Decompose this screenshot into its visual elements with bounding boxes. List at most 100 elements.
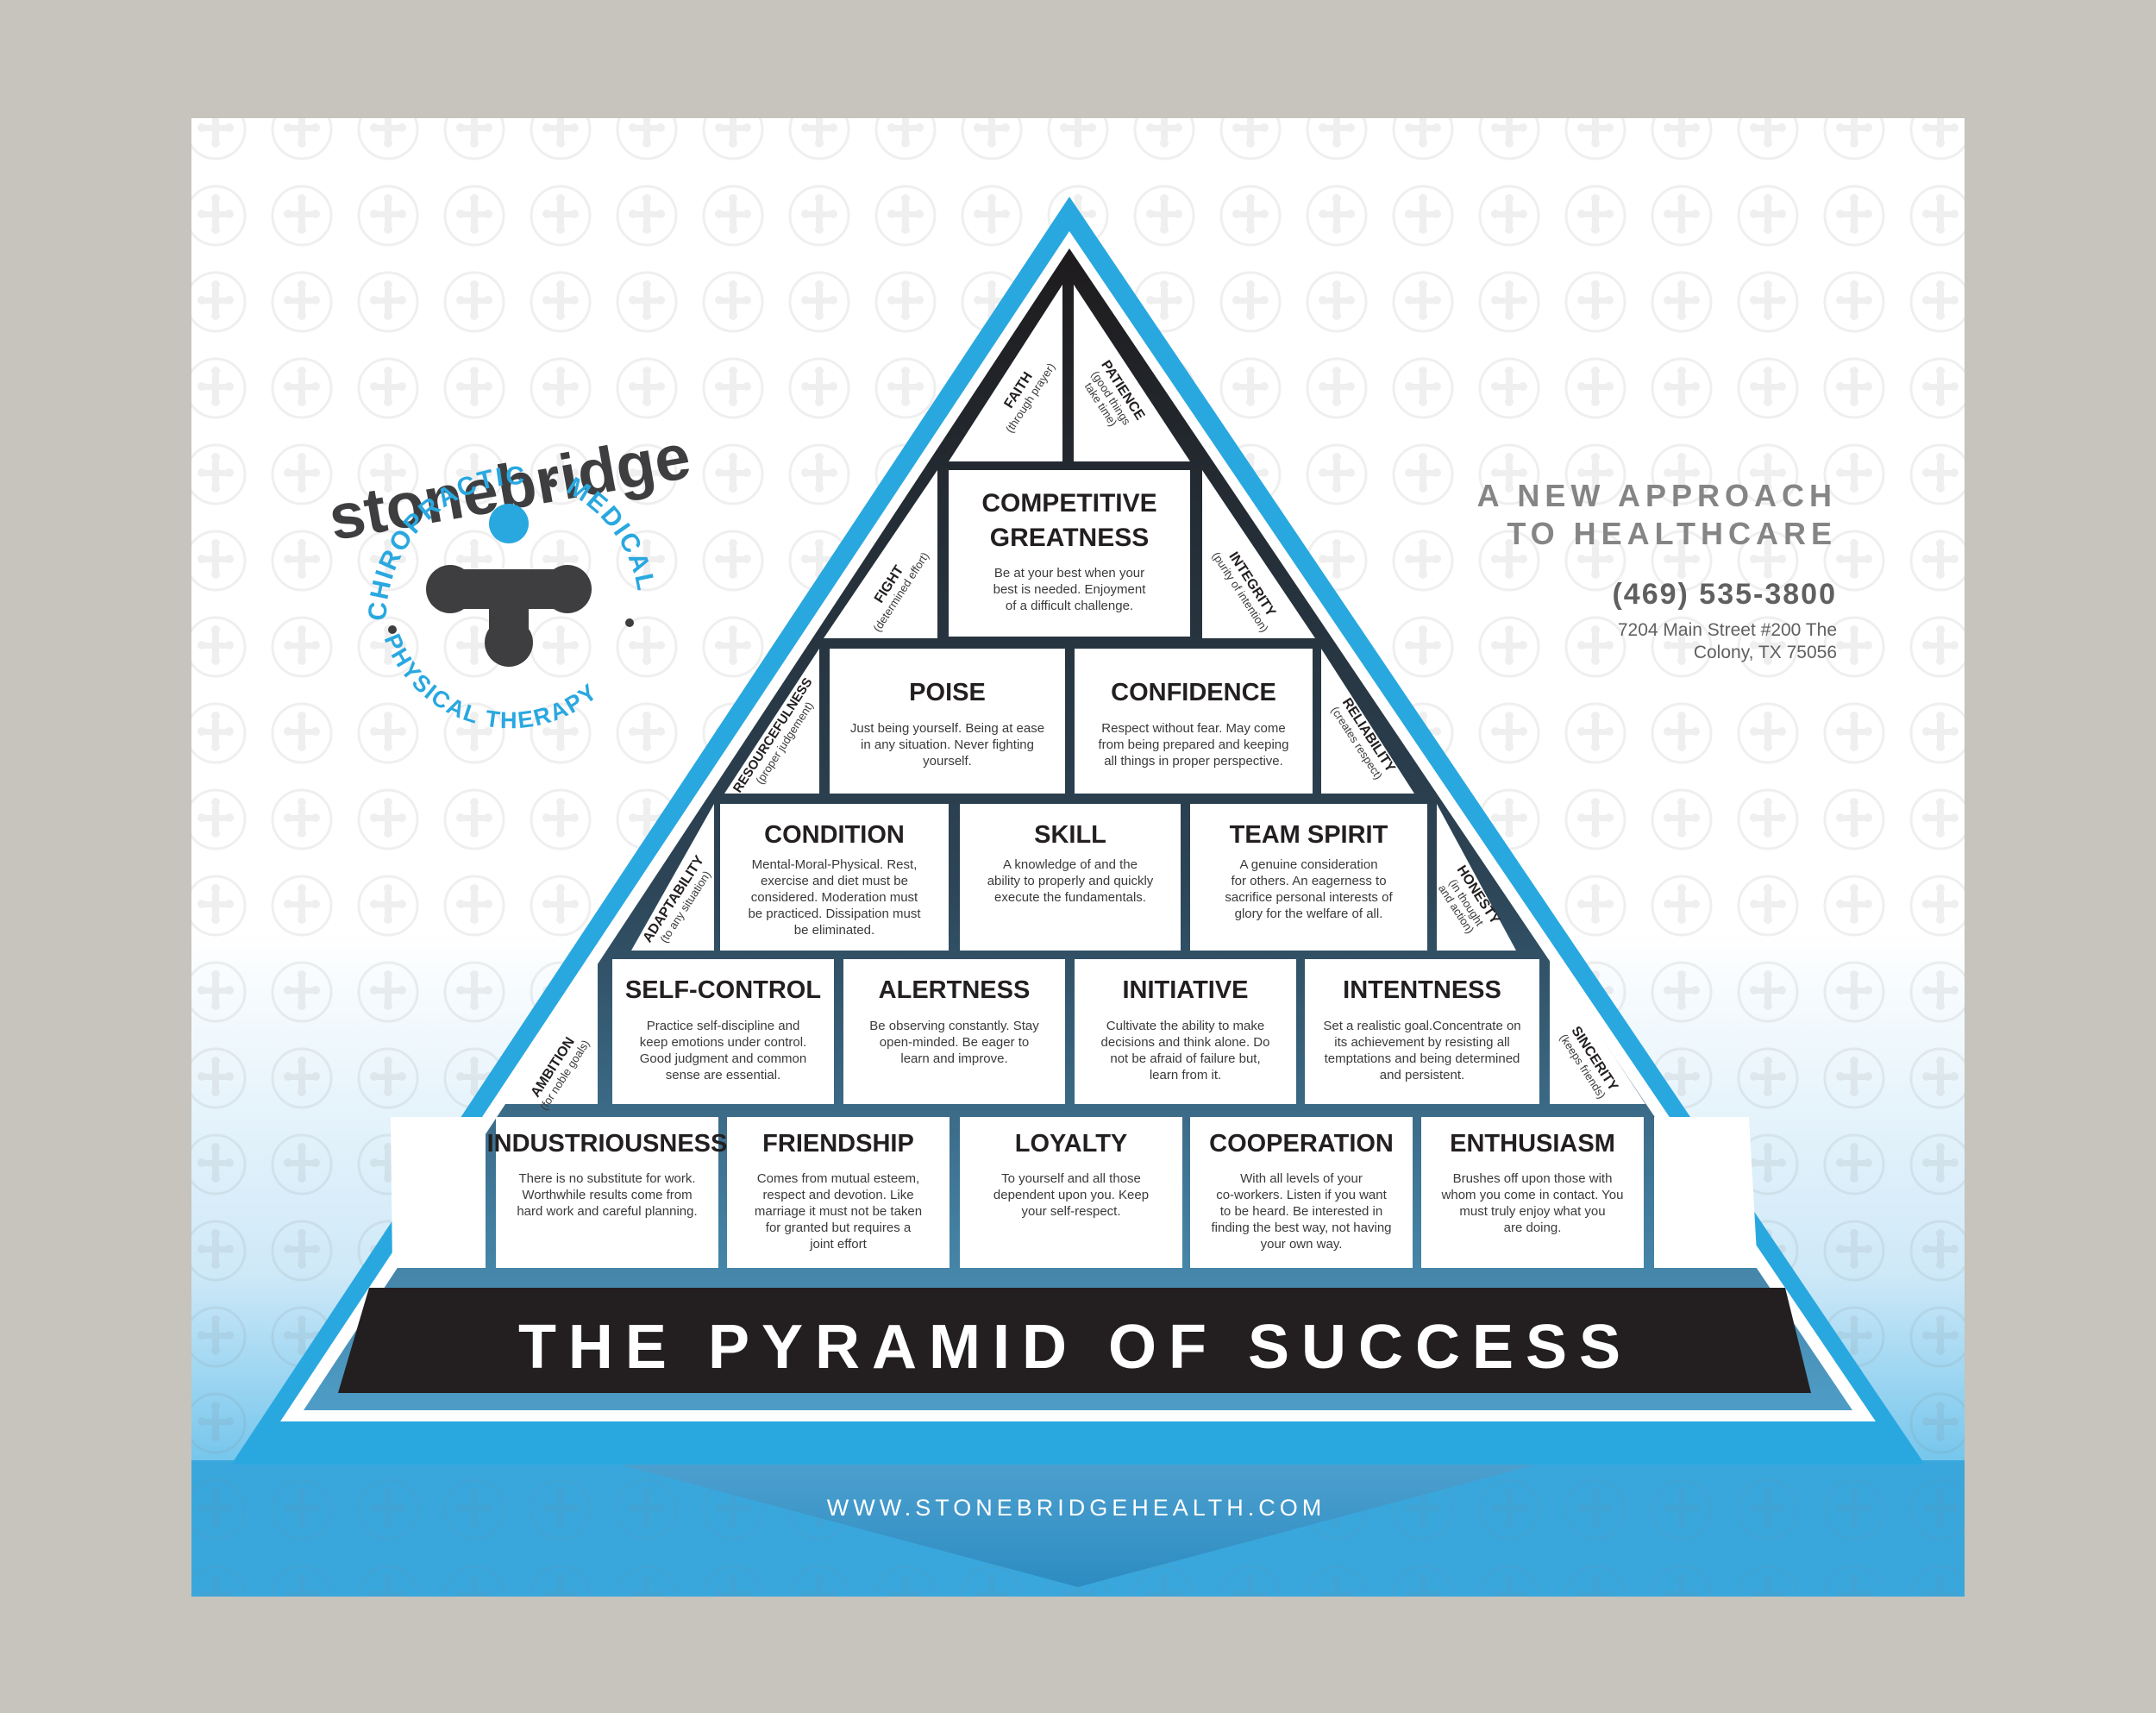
row1-boxes: INDUSTRIOUSNESS There is no substitute fo… <box>487 1117 1644 1268</box>
condition-desc-line: considered. Moderation must <box>751 890 918 905</box>
enthusiasm-desc-line: are doing. <box>1504 1220 1562 1235</box>
initiative-title: INITIATIVE <box>1122 976 1248 1004</box>
greatness-title: GREATNESS <box>990 524 1149 552</box>
footer-website-link[interactable]: WWW.STONEBRIDGEHEALTH.COM <box>827 1495 1326 1521</box>
alertness-box <box>843 959 1065 1104</box>
row3-boxes: CONDITION Mental-Moral-Physical. Rest, exe… <box>720 804 1427 951</box>
adaptability-cell <box>631 804 714 951</box>
reliability-cell <box>1321 649 1414 794</box>
integrity-cell <box>1202 470 1315 638</box>
contact-address-1: 7204 Main Street #200 The <box>1618 620 1837 640</box>
fight-cell <box>824 470 937 638</box>
row1-right-edge <box>1654 1117 1758 1268</box>
friendship-desc-line: respect and devotion. Like <box>762 1188 913 1202</box>
poise-desc-line: Just being yourself. Being at ease <box>850 721 1044 736</box>
team-spirit-box <box>1190 804 1427 951</box>
initiative-desc-line: Cultivate the ability to make <box>1106 1019 1264 1033</box>
skill-box <box>960 804 1181 951</box>
loyalty-desc-line: dependent upon you. Keep <box>993 1188 1149 1202</box>
cooperation-desc-line: your own way. <box>1261 1237 1343 1252</box>
condition-title: CONDITION <box>764 821 905 849</box>
logo-cross-mark <box>426 565 592 667</box>
enthusiasm-desc-line: whom you come in contact. You <box>1441 1188 1624 1202</box>
row2-boxes: SELF-CONTROL Practice self-discipline and… <box>612 959 1539 1104</box>
friendship-desc-line: marriage it must not be taken <box>755 1204 922 1219</box>
alertness-desc-line: Be observing constantly. Stay <box>869 1019 1039 1033</box>
cooperation-desc-line: to be heard. Be interested in <box>1220 1204 1382 1219</box>
competitive-desc-3: of a difficult challenge. <box>1006 599 1133 613</box>
condition-desc-line: be practiced. Dissipation must <box>748 907 921 921</box>
industriousness-desc-line: Worthwhile results come from <box>522 1188 692 1202</box>
condition-desc-line: be eliminated. <box>794 923 874 938</box>
confidence-desc-line: Respect without fear. May come <box>1101 721 1285 736</box>
team-spirit-desc-line: A genuine consideration <box>1239 857 1377 872</box>
logo-dot-3 <box>625 618 634 627</box>
alertness-title: ALERTNESS <box>879 976 1031 1004</box>
footer-chevron <box>604 1460 1552 1587</box>
pyramid-title: THE PYRAMID OF SUCCESS <box>518 1313 1633 1382</box>
initiative-desc-line: learn from it. <box>1150 1068 1221 1082</box>
cooperation-title: COOPERATION <box>1209 1130 1394 1158</box>
intentness-desc-line: Set a realistic goal.Concentrate on <box>1323 1019 1520 1033</box>
loyalty-desc-line: your self-respect. <box>1021 1204 1120 1219</box>
row1-left-fill <box>391 1117 486 1268</box>
team-spirit-desc-line: glory for the welfare of all. <box>1235 907 1383 921</box>
self-control-desc-line: sense are essential. <box>666 1068 780 1082</box>
resourcefulness-cell <box>724 649 819 794</box>
confidence-desc-line: all things in proper perspective. <box>1104 754 1283 769</box>
intentness-title: INTENTNESS <box>1343 976 1501 1004</box>
skill-desc-line: execute the fundamentals. <box>994 890 1146 905</box>
confidence-desc-line: from being prepared and keeping <box>1099 737 1289 752</box>
initiative-box <box>1075 959 1296 1104</box>
self-control-desc-line: Practice self-discipline and <box>647 1019 800 1033</box>
friendship-desc-line: for granted but requires a <box>766 1220 912 1235</box>
sincerity-cell <box>1550 959 1645 1104</box>
alertness-desc-line: open-minded. Be eager to <box>880 1035 1029 1050</box>
friendship-desc-line: joint effort <box>809 1237 867 1252</box>
industriousness-title: INDUSTRIOUSNESS <box>487 1130 728 1158</box>
tagline-line-1: A NEW APPROACH <box>1477 478 1837 513</box>
cooperation-desc-line: With all levels of your <box>1240 1171 1363 1186</box>
confidence-box <box>1075 649 1313 794</box>
skill-desc-line: A knowledge of and the <box>1003 857 1138 872</box>
skill-title: SKILL <box>1034 821 1106 849</box>
initiative-desc-line: decisions and think alone. Do <box>1101 1035 1270 1050</box>
honesty-cell <box>1437 804 1516 951</box>
competitive-desc-2: best is needed. Enjoyment <box>993 582 1147 597</box>
friendship-desc-line: Comes from mutual esteem, <box>757 1171 919 1186</box>
condition-desc-line: exercise and diet must be <box>761 874 908 888</box>
poise-desc-line: yourself. <box>923 754 972 769</box>
initiative-desc-line: not be afraid of failure but, <box>1110 1051 1260 1066</box>
friendship-title: FRIENDSHIP <box>762 1130 914 1158</box>
team-spirit-desc-line: sacrifice personal interests of <box>1225 890 1393 905</box>
logo-blue-dot <box>489 504 529 543</box>
competitive-greatness-box <box>949 470 1190 637</box>
condition-desc-line: Mental-Moral-Physical. Rest, <box>752 857 918 872</box>
competitive-desc-1: Be at your best when your <box>994 566 1144 580</box>
skill-desc-line: ability to properly and quickly <box>987 874 1154 888</box>
self-control-box <box>612 959 834 1104</box>
intentness-desc-line: its achievement by resisting all <box>1334 1035 1509 1050</box>
poise-box <box>830 649 1065 794</box>
loyalty-title: LOYALTY <box>1015 1130 1128 1158</box>
poise-desc-line: in any situation. Never fighting <box>861 737 1034 752</box>
self-control-desc-line: Good judgment and common <box>640 1051 806 1066</box>
contact-phone[interactable]: (469) 535-3800 <box>1612 578 1837 611</box>
enthusiasm-desc-line: Brushes off upon those with <box>1453 1171 1613 1186</box>
ambition-cell <box>502 959 598 1104</box>
cooperation-desc-line: co-workers. Listen if you want <box>1216 1188 1387 1202</box>
cooperation-desc-line: finding the best way, not having <box>1211 1220 1391 1235</box>
cooperation-box <box>1190 1117 1413 1268</box>
contact-address-2: Colony, TX 75056 <box>1694 643 1837 662</box>
intentness-desc-line: temptations and being determined <box>1325 1051 1520 1066</box>
self-control-title: SELF-CONTROL <box>625 976 821 1004</box>
condition-box <box>720 804 949 951</box>
industriousness-desc-line: There is no substitute for work. <box>518 1171 695 1186</box>
loyalty-desc-line: To yourself and all those <box>1001 1171 1141 1186</box>
patience-cell <box>1074 285 1190 461</box>
confidence-title: CONFIDENCE <box>1111 679 1276 706</box>
tagline-line-2: TO HEALTHCARE <box>1507 516 1837 551</box>
pyramid-title-band <box>338 1288 1811 1393</box>
